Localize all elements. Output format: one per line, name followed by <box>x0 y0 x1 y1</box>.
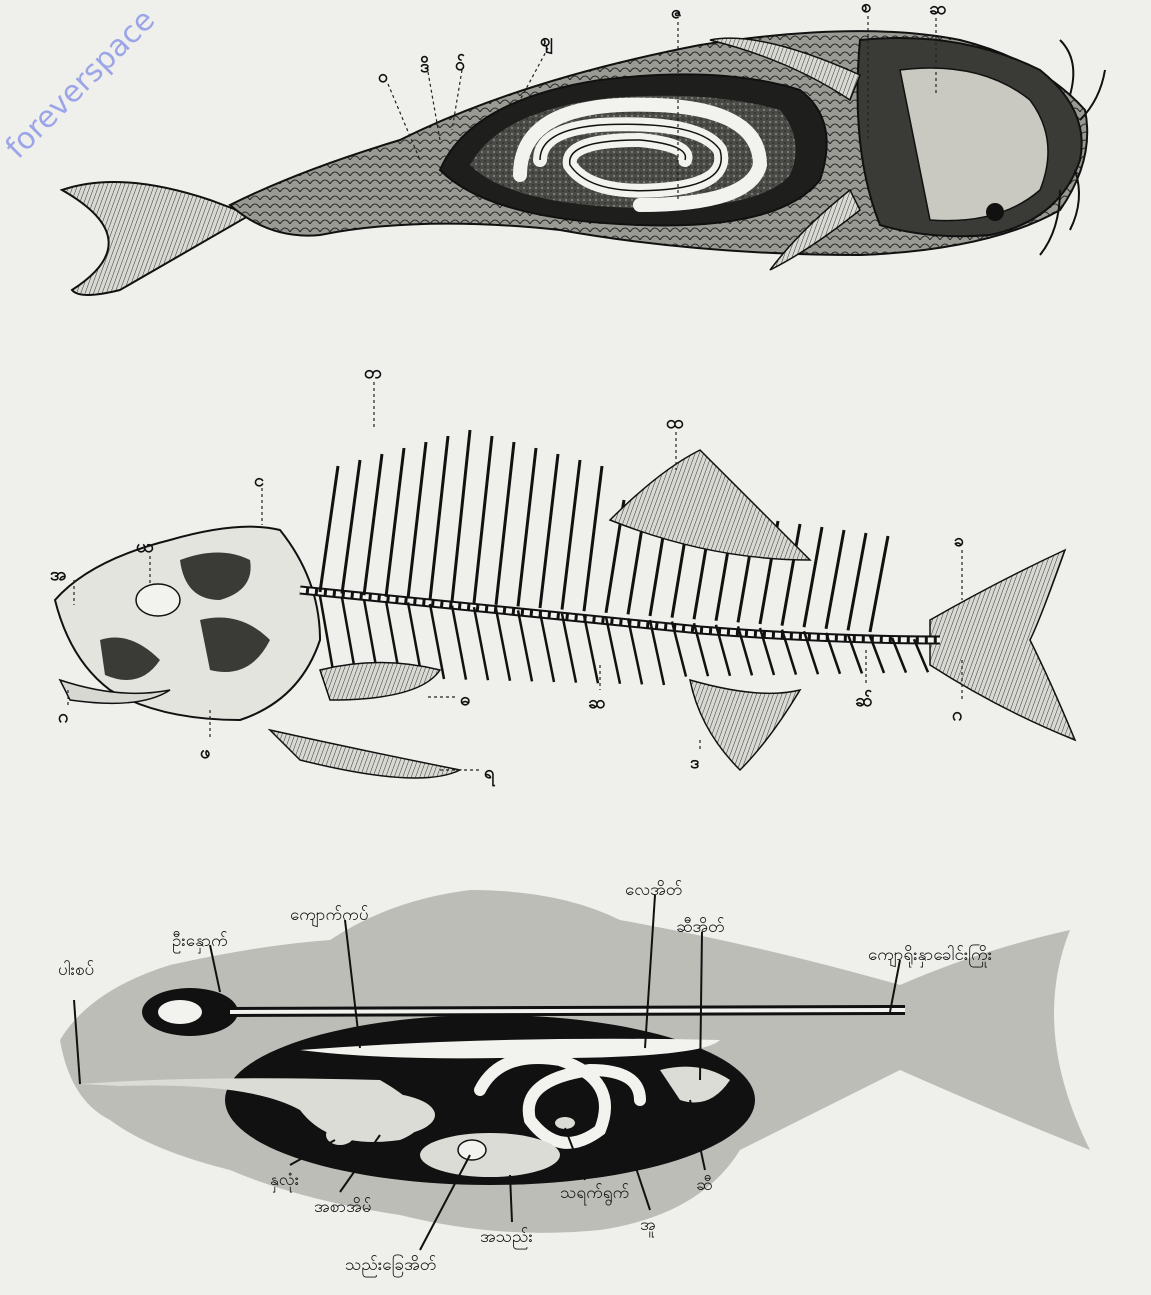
spleen <box>555 1117 575 1129</box>
liver <box>420 1133 560 1177</box>
label-mid-5: အ <box>50 564 67 585</box>
anal-fin <box>690 680 800 770</box>
label-gallbladder: သည်းခြေအိတ် <box>345 1253 436 1278</box>
spine-ray <box>496 442 514 605</box>
label-liver: အသည်း <box>480 1227 533 1250</box>
label-top-3: စ <box>861 0 871 17</box>
label-mid-8: ဓ <box>460 689 470 710</box>
rib <box>584 615 598 683</box>
spine-ray <box>408 442 426 598</box>
spine-ray <box>364 454 382 595</box>
spine-ray <box>562 460 580 610</box>
rib <box>562 614 576 683</box>
spine-ray <box>870 536 888 632</box>
spine-ray <box>474 436 492 603</box>
spine-ray <box>584 466 602 611</box>
rib <box>518 610 532 681</box>
eye-socket <box>136 584 180 616</box>
label-intestine: အူ <box>640 1215 656 1238</box>
spine-ray <box>848 533 866 630</box>
label-top-2: ဇ <box>671 2 682 23</box>
watermark-text: foreverspace <box>0 3 162 166</box>
spine-ray <box>518 448 536 606</box>
label-top-4: ဆ <box>929 0 946 19</box>
label-top-7: ဝ် <box>455 53 465 75</box>
label-mid-2: ထ <box>666 412 683 433</box>
label-mouth: ပါးစပ် <box>58 959 94 980</box>
label-mid-13: ဆ် <box>855 689 872 711</box>
label-spinal-cord: ကျောက်ကပ် <box>290 905 369 928</box>
label-mid-6: ခ <box>954 530 964 551</box>
fish-eye <box>986 203 1004 221</box>
label-mid-7: ဂ <box>58 706 68 727</box>
label-mid-4: ယ <box>136 536 153 557</box>
rib <box>452 606 466 680</box>
spine-ray <box>430 436 448 600</box>
label-stomach: အစာအိမ် <box>314 1197 371 1217</box>
label-mid-1: တ <box>364 362 382 383</box>
label-brain: ဦးနှောက် <box>172 931 228 954</box>
organ-schematic-panel: ပါးစပ် ဦးနှောက် ကျောက်ကပ် လေအိတ် ဆီအိတ် … <box>58 880 1090 1278</box>
rib <box>606 617 620 684</box>
rib <box>496 609 510 681</box>
label-mid-11: ဆ <box>588 692 605 713</box>
gallbladder <box>458 1140 486 1160</box>
spine-ray <box>452 430 470 602</box>
label-mid-3: င <box>254 470 264 491</box>
rib <box>474 607 488 680</box>
spine-ray <box>804 527 822 627</box>
label-mid-14: ဂ <box>952 704 962 725</box>
label-mid-9: ဖ <box>200 742 210 763</box>
pelvic-fin <box>270 730 460 778</box>
spine-ray <box>826 530 844 629</box>
vertebral-column <box>300 590 940 640</box>
label-mid-12: ဒ <box>690 752 700 773</box>
spine-ray <box>540 454 558 608</box>
label-mid-10: ရ <box>484 762 495 787</box>
label-gonad: ဆီအိတ် <box>676 917 725 937</box>
rib <box>540 612 554 682</box>
tail-fin <box>62 182 250 295</box>
dissected-fish-panel: ဈ ဇ စ ဆ ဝ ဒိ ဝ် <box>62 0 1105 295</box>
watermark: foreverspace <box>0 3 162 166</box>
rib <box>320 596 334 676</box>
spine-ray <box>386 448 404 597</box>
spine-ray <box>320 466 338 592</box>
fish-skeleton-panel: တ ထ င ယ အ ခ ဂ ဓ ဖ ရ ဆ ဒ ဆ် ဂ <box>50 362 1075 787</box>
label-heart: နှလုံး <box>270 1170 299 1193</box>
spine-ray <box>342 460 360 594</box>
label-top-5: ဝ <box>378 66 388 87</box>
label-spine: ကျောရိုးနှာခေါင်းကြိုး <box>868 943 992 968</box>
pectoral-fin <box>320 663 440 701</box>
label-swim-bladder: လေအိတ် <box>625 880 682 900</box>
label-top-6: ဒိ <box>420 55 430 77</box>
label-anus: ဆီ <box>696 1175 712 1195</box>
label-top-1: ဈ <box>540 30 553 55</box>
label-spleen: သရက်ရွက် <box>560 1183 629 1206</box>
